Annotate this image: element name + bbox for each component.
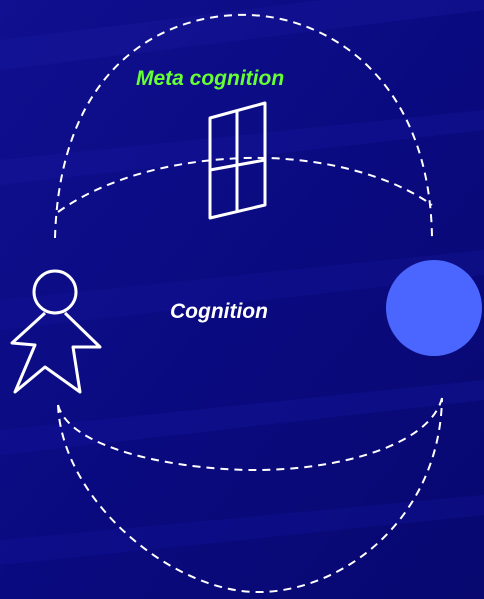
meta-cognition-label: Meta cognition [136,67,284,90]
background-streaks [0,0,484,455]
window-icon [208,101,267,220]
lower-ellipse-front [57,397,443,472]
object-circle [386,260,482,356]
upper-ellipse-back [57,156,433,213]
person-icon [10,269,102,394]
meta-cognition-dome [54,13,433,239]
cognition-label: Cognition [170,300,268,323]
